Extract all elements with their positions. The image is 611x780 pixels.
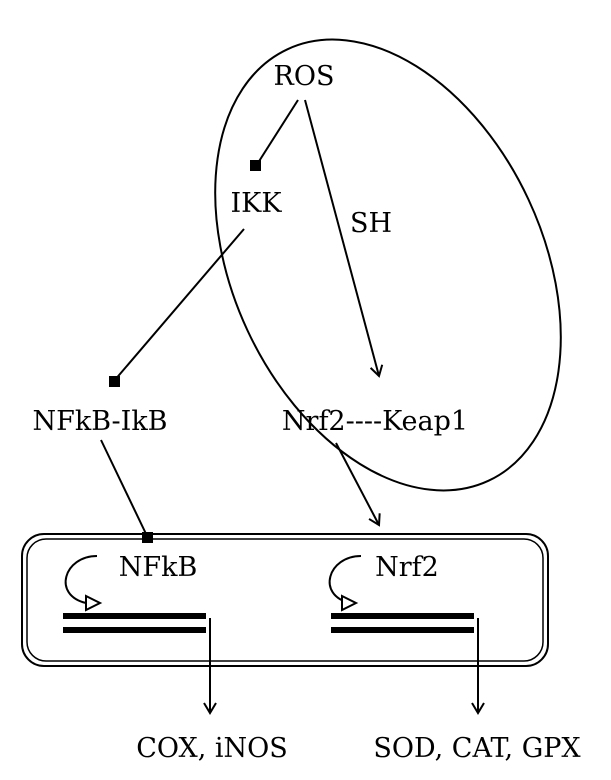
ros-to-keap1-edge <box>304 99 384 378</box>
nfkb-target-genes-label: COX, iNOS <box>136 733 288 764</box>
nfkb-dna-top-strand <box>63 613 206 619</box>
ros-label: ROS <box>274 61 335 92</box>
nfkb-ikb-to-nfkb-edge <box>100 439 149 539</box>
sh-label: SH <box>350 208 392 239</box>
oxidative-stress-region <box>214 38 562 492</box>
nucleus-box <box>21 533 549 667</box>
nrf2-promoter-arrow <box>328 555 362 612</box>
nfkb-nuclear-label: NFkB <box>119 552 198 583</box>
ikk-nfkb-ikb-inhibition-head <box>109 376 120 387</box>
nfkb-dna-bottom-strand <box>63 627 206 633</box>
ros-ikk-inhibition-head <box>250 160 261 171</box>
nrf2-dna-top-strand <box>331 613 474 619</box>
nrf2-dna-bottom-strand <box>331 627 474 633</box>
nfkb-promoter-arrow <box>64 555 103 612</box>
keap1-to-nrf2-edge <box>335 442 381 527</box>
ikk-label: IKK <box>230 188 282 219</box>
nfkb-ikb-nfkb-inhibition-head <box>142 532 153 543</box>
nfkb-ikb-complex-label: NFkB-IkB <box>32 406 167 437</box>
ikk-inhibits-nfkb-ikb-edge <box>113 228 245 382</box>
nrf2-keap1-complex-label: Nrf2----Keap1 <box>282 406 468 437</box>
ros-inhibits-ikk-edge <box>255 99 299 167</box>
nrf2-nuclear-label: Nrf2 <box>375 552 439 583</box>
nrf2-target-genes-label: SOD, CAT, GPX <box>373 733 581 764</box>
